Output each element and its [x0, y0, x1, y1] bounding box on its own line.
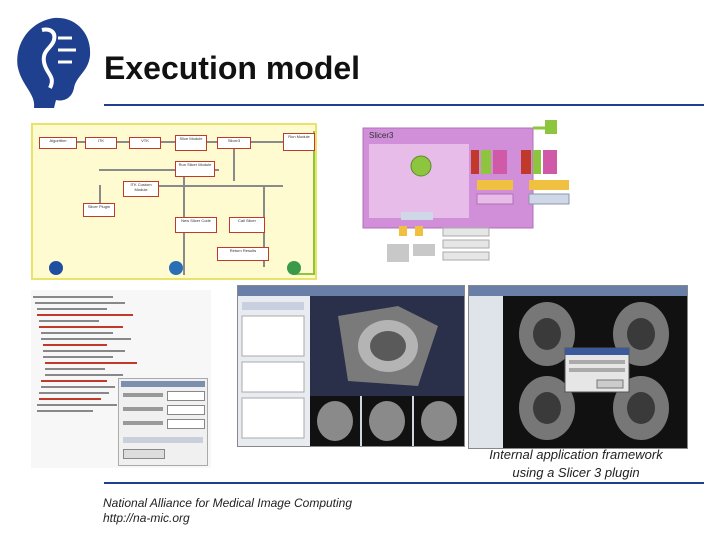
flow-node-algorithm: Algorithm: [39, 137, 77, 149]
namic-logo-icon: [17, 17, 91, 108]
flow-brain-icon: [169, 261, 183, 275]
slicer-slice-views-screenshot: [468, 285, 688, 449]
title-rule: [104, 104, 704, 106]
arch-title: Slicer3: [369, 131, 394, 140]
slicer-architecture-diagram: Slicer3: [362, 120, 570, 262]
flow-node-vtk: VTK: [129, 137, 161, 149]
footer-url: http://na-mic.org: [103, 511, 190, 525]
flow-node-itk-custom-module: ITK Custom Module: [123, 181, 159, 197]
flow-node-slicer-plugin: Slicer Plugin: [83, 203, 115, 217]
flow-slicer-icon: [287, 261, 301, 275]
module-gui-panel: [118, 378, 208, 466]
flow-node-slicer3: Slicer3: [217, 137, 251, 149]
caption-line-2: using a Slicer 3 plugin: [512, 465, 640, 480]
flow-node-run-slicer-module: Run Slicer Module: [175, 161, 215, 177]
flow-node-slice-module: Slice Module: [175, 135, 207, 151]
arch-core-circle: [410, 155, 432, 177]
flow-globe-icon: [49, 261, 63, 275]
flow-node-call-slicer: Call Slicer: [229, 217, 265, 233]
slicer-3d-view-screenshot: [237, 285, 465, 447]
flow-node-run-module: Run Module: [283, 133, 315, 151]
flow-node-new-slicer-code: New Slicer Code: [175, 217, 217, 233]
footer: National Alliance for Medical Image Comp…: [103, 496, 352, 526]
caption-line-1: Internal application framework: [489, 447, 663, 462]
flow-node-itk: ITK: [85, 137, 117, 149]
page-title: Execution model: [104, 50, 361, 86]
footer-org: National Alliance for Medical Image Comp…: [103, 496, 353, 510]
footer-rule: [104, 482, 704, 484]
flow-diagram: Algorithm ITK VTK Slice Module Slicer3 R…: [31, 123, 317, 280]
flow-node-return-results: Return Results: [217, 247, 269, 261]
screenshot-caption: Internal application framework using a S…: [466, 446, 686, 482]
